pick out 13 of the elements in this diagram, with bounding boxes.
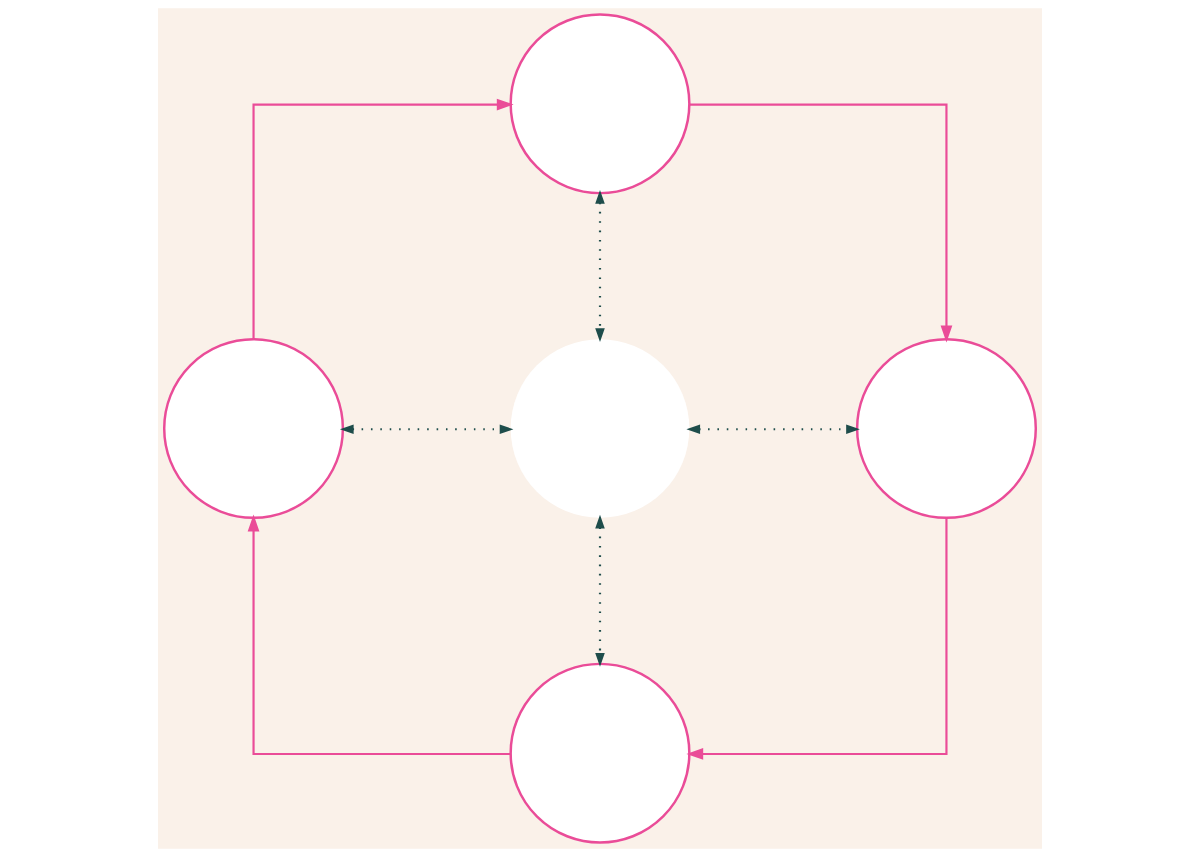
arrow (686, 517, 948, 760)
arrow (595, 190, 605, 342)
arrow (595, 514, 605, 667)
node-circle (162, 337, 345, 520)
arrow (686, 424, 860, 435)
node-circle (855, 337, 1038, 520)
node-circle (509, 662, 691, 844)
arrow (252, 98, 514, 340)
arrow (689, 103, 953, 343)
node-circle (509, 13, 691, 195)
arrow (339, 424, 514, 435)
node-circle (510, 339, 690, 518)
arrow (247, 514, 511, 756)
